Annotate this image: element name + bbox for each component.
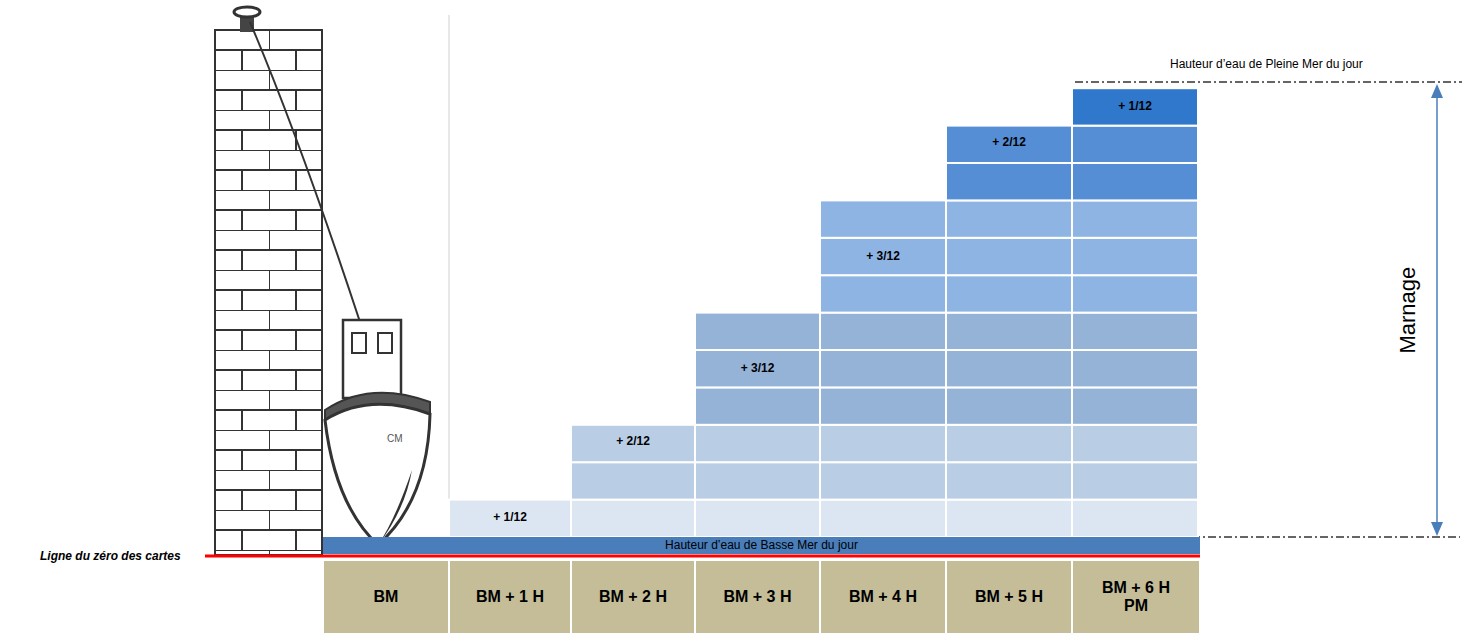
time-cell: BM + 6 H PM — [1073, 561, 1199, 633]
twelfth-step: + 3/12 — [695, 313, 820, 425]
node-text: BM + 3 H — [723, 588, 791, 606]
high-water-label: Hauteur d’eau de Pleine Mer du jour — [1170, 58, 1363, 71]
time-cell: BM + 2 H — [572, 561, 694, 633]
node-text: + 2/12 — [992, 136, 1026, 150]
range-arrow — [1431, 84, 1443, 536]
twelfth-cell — [946, 500, 1072, 537]
mooring-rope — [250, 22, 360, 322]
twelfth-cell — [1072, 163, 1198, 200]
node-text: BM — [374, 588, 399, 606]
twelfth-cell — [449, 500, 571, 537]
guide-line — [449, 15, 450, 537]
twelfth-cell — [1072, 350, 1198, 387]
twelfth-cell — [1072, 387, 1198, 424]
node-text: + 3/12 — [866, 250, 900, 264]
twelfth-cell — [820, 387, 946, 424]
datum-label: Ligne du zéro des cartes — [40, 550, 181, 563]
node-text: + 1/12 — [1118, 100, 1152, 114]
twelfth-cell — [695, 462, 820, 499]
node-text: + 3/12 — [741, 362, 775, 376]
time-cell: BM + 3 H — [696, 561, 819, 633]
node-text: BM + 6 H PM — [1096, 579, 1176, 616]
twelfth-cell — [946, 313, 1072, 350]
twelfth-cell — [946, 275, 1072, 312]
twelfth-cell — [1072, 275, 1198, 312]
twelfth-cell — [946, 387, 1072, 424]
twelfth-cell — [820, 275, 946, 312]
twelfth-cell — [1072, 200, 1198, 237]
twelfth-cell — [695, 387, 820, 424]
node-text: + 1/12 — [493, 511, 527, 525]
twelfth-cell — [820, 238, 946, 275]
twelfth-cell — [695, 500, 820, 537]
chart-datum-line — [205, 555, 1200, 558]
node-text: BM + 2 H — [599, 588, 667, 606]
twelfth-step: + 1/12 — [1072, 88, 1198, 125]
twelfth-cell — [820, 462, 946, 499]
node-text: BM + 4 H — [849, 588, 917, 606]
twelfth-cell — [571, 425, 695, 462]
time-cell: BM + 5 H — [947, 561, 1071, 633]
boat — [325, 320, 430, 545]
time-cell: BM — [324, 561, 448, 633]
twelfth-cell — [946, 163, 1072, 200]
twelfth-step: + 2/12 — [946, 126, 1072, 201]
twelfth-cell — [695, 313, 820, 350]
twelfth-cell — [571, 500, 695, 537]
node-text: BM + 5 H — [975, 588, 1043, 606]
twelfth-cell — [820, 200, 946, 237]
node-text: BM + 1 H — [476, 588, 544, 606]
twelfth-cell — [1072, 500, 1198, 537]
twelfth-cell — [695, 350, 820, 387]
twelfth-cell — [820, 500, 946, 537]
twelfth-cell — [946, 462, 1072, 499]
time-cell: BM + 1 H — [450, 561, 570, 633]
twelfth-step: + 2/12 — [571, 425, 695, 500]
twelfth-step: + 1/12 — [449, 500, 571, 537]
node-text: Hauteur d’eau de Basse Mer du jour — [665, 539, 858, 553]
boat-mark: CM — [387, 433, 403, 444]
twelfth-cell — [946, 200, 1072, 237]
time-cell: BM + 4 H — [821, 561, 945, 633]
twelfth-cell — [1072, 313, 1198, 350]
twelfth-cell — [946, 350, 1072, 387]
twelfth-cell — [571, 462, 695, 499]
twelfth-cell — [1072, 88, 1198, 125]
range-label: Marnage — [1396, 267, 1420, 354]
twelfth-cell — [695, 425, 820, 462]
twelfth-cell — [946, 126, 1072, 163]
low-water-band: Hauteur d’eau de Basse Mer du jour — [323, 537, 1200, 554]
twelfth-cell — [1072, 462, 1198, 499]
high-water-line — [1075, 81, 1462, 83]
twelfth-cell — [1072, 126, 1198, 163]
twelfth-cell — [820, 350, 946, 387]
twelfth-step: + 3/12 — [820, 200, 946, 312]
twelfth-cell — [820, 313, 946, 350]
twelfth-cell — [1072, 425, 1198, 462]
node-text: + 2/12 — [616, 435, 650, 449]
bollard — [234, 7, 260, 32]
twelfth-cell — [820, 425, 946, 462]
quay-wall — [215, 30, 322, 555]
twelfth-cell — [1072, 238, 1198, 275]
twelfth-cell — [946, 425, 1072, 462]
twelfth-cell — [946, 238, 1072, 275]
